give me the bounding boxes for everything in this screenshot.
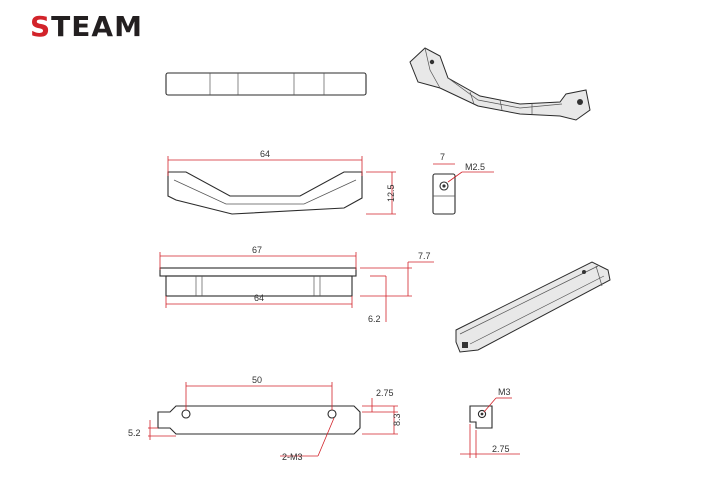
dim-bar-length-top: 67 [252, 245, 262, 255]
dim-top-length: 64 [260, 149, 270, 159]
dim-end-width: 7 [440, 152, 445, 162]
dim-holes-thread: 2-M3 [282, 452, 303, 462]
long-bar-view: 67 64 7.7 6.2 [159, 245, 434, 324]
dim-small-thread: M3 [498, 387, 511, 397]
long-bar-iso [455, 261, 611, 353]
dim-height: 12.5 [386, 184, 396, 202]
top-bar-view [165, 72, 367, 96]
small-block-view: M3 2.75 [460, 387, 520, 458]
bottom-part-view: 50 2.75 8.3 5.2 2-M3 [128, 375, 402, 462]
dim-side-height: 8.3 [392, 413, 402, 426]
dim-bar-height: 7.7 [418, 251, 431, 261]
dim-small-step: 2.75 [492, 444, 510, 454]
dim-left-step: 5.2 [128, 428, 141, 438]
dim-hole-spacing: 50 [252, 375, 262, 385]
steam-logo: STEAM [30, 10, 143, 43]
end-block-view: 7 M2.5 [432, 152, 494, 215]
dim-step-height: 2.75 [376, 388, 394, 398]
curved-part-iso [409, 47, 591, 121]
dim-end-thread: M2.5 [465, 162, 485, 172]
curved-side-view: 64 12.5 [167, 149, 396, 215]
dim-bar-depth: 6.2 [368, 314, 381, 324]
dim-bar-length-bottom: 64 [254, 293, 264, 303]
